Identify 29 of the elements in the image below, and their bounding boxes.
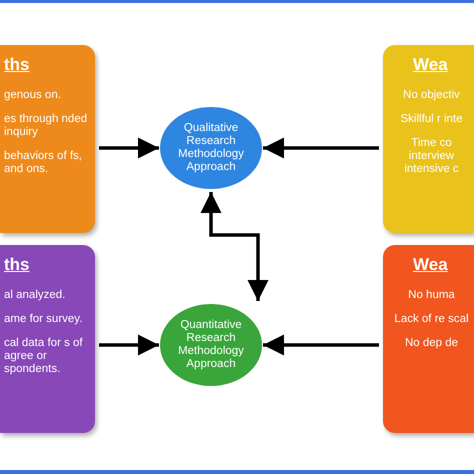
card-text: ame for survey. bbox=[4, 313, 84, 326]
card-text: Time co interview intensive c bbox=[403, 137, 460, 176]
arrow bbox=[99, 138, 159, 158]
text-card bbox=[0, 245, 95, 433]
text-card bbox=[383, 45, 474, 233]
card-text: genous on. bbox=[4, 89, 62, 102]
card-text: Lack of re scal bbox=[393, 313, 470, 326]
arrow bbox=[200, 192, 268, 301]
approach-ellipse bbox=[159, 303, 263, 387]
card-heading: ths bbox=[4, 55, 30, 75]
card-text: No objectiv bbox=[402, 89, 461, 102]
card-heading: Wea bbox=[413, 255, 448, 275]
card-text: es through nded inquiry bbox=[4, 113, 88, 139]
card-heading: ths bbox=[4, 255, 30, 275]
card-text: behaviors of fs, and ons. bbox=[4, 150, 83, 176]
card-text: No dep de bbox=[404, 337, 460, 350]
arrow bbox=[263, 334, 379, 356]
arrow bbox=[99, 334, 159, 356]
text-card bbox=[0, 45, 95, 233]
node-label: Quantitative Research Methodology Approach bbox=[177, 319, 245, 371]
approach-ellipse bbox=[159, 106, 263, 190]
card-text: Skillful r inte bbox=[400, 113, 464, 126]
card-text: No huma bbox=[407, 289, 456, 302]
arrow bbox=[263, 138, 379, 158]
card-text: cal data for s of agree or spondents. bbox=[4, 337, 84, 376]
text-card bbox=[383, 245, 474, 433]
node-label: Qualitative Research Methodology Approach bbox=[177, 122, 245, 174]
card-heading: Wea bbox=[413, 55, 448, 75]
card-text: al analyzed. bbox=[4, 289, 66, 302]
